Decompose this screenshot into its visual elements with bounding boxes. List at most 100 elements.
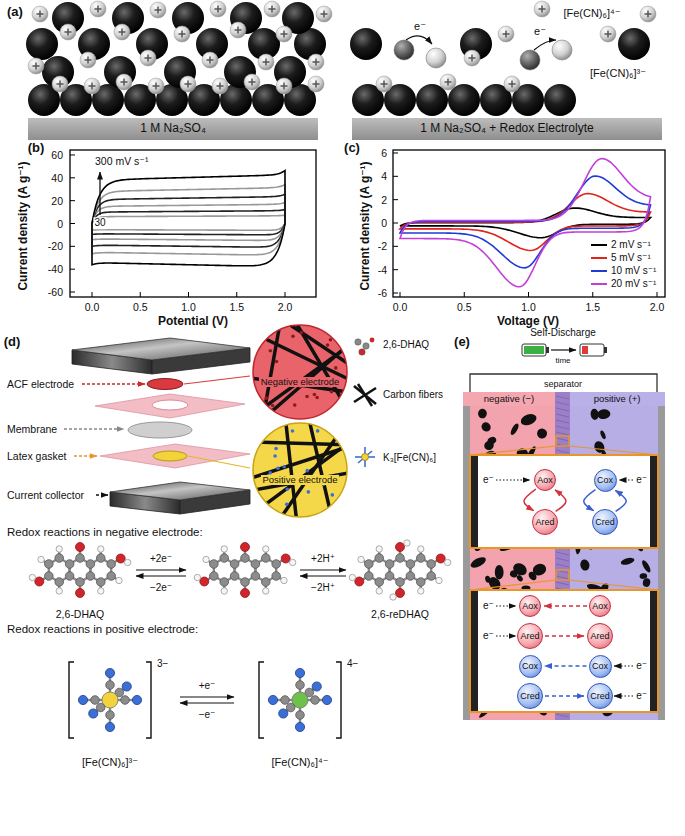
charge-label: 4− — [346, 658, 359, 670]
legend-line — [591, 257, 607, 259]
tick-mark — [140, 292, 141, 297]
cation — [258, 54, 274, 70]
electron-arrow — [406, 36, 432, 44]
equilibrium-arrow — [300, 569, 346, 570]
carbon-fiber — [282, 422, 303, 518]
tick-mark — [528, 292, 529, 297]
active-species — [271, 404, 275, 408]
cation — [308, 76, 324, 92]
cation — [640, 6, 656, 22]
cation — [140, 50, 156, 66]
plus-symbol — [179, 31, 186, 38]
hydrogen-atom — [263, 546, 269, 552]
carbon-atom — [210, 572, 219, 581]
plus-symbol — [503, 31, 510, 38]
hydrogen-atom — [124, 559, 130, 565]
acf-electrode-disk — [147, 379, 183, 390]
carbon-atom — [311, 696, 320, 705]
species-circle: Cred — [517, 683, 543, 709]
reaction-condition: +2H⁺ — [310, 553, 336, 565]
nitrogen-atom — [279, 709, 288, 718]
redox-ion — [426, 48, 446, 68]
active-species — [316, 429, 320, 433]
carbon-particle — [448, 84, 480, 116]
cation-sphere — [210, 1, 226, 17]
active-species — [307, 490, 311, 494]
nitrogen-atom — [122, 682, 131, 691]
tick-mark — [657, 292, 658, 297]
carbon-atom — [396, 554, 405, 563]
hydrogen-atom — [38, 556, 44, 562]
hydrogen-atom — [56, 546, 62, 552]
active-species — [285, 502, 289, 506]
carbon-pore — [640, 559, 652, 574]
carbon-particle — [544, 84, 576, 116]
bracket — [259, 662, 341, 738]
current-collector-plate — [110, 482, 250, 500]
active-species — [334, 366, 338, 370]
cation — [600, 26, 616, 42]
carbon-atom — [76, 554, 85, 563]
species-label: Ared — [590, 631, 609, 641]
tick-label: 6 — [380, 147, 388, 159]
cation-sphere — [140, 50, 156, 66]
redox-ion — [552, 40, 572, 60]
active-species — [293, 403, 297, 407]
part-name: Latex gasket — [6, 450, 68, 462]
carbon-atom — [106, 711, 115, 720]
cation-sphere — [80, 52, 96, 68]
plus-symbol — [469, 55, 476, 62]
tick-mark — [592, 292, 593, 297]
active-species — [331, 493, 335, 497]
cation-sphere — [498, 26, 514, 42]
nitrogen-atom — [78, 695, 87, 704]
active-species — [291, 429, 295, 433]
active-species — [265, 396, 269, 400]
nitrogen-atom — [105, 668, 114, 677]
species-circle: Cox — [589, 655, 612, 678]
ion-formula: [Fe(CN)₆]⁴⁻ — [270, 756, 329, 769]
electrode-name: positive (+) — [593, 394, 642, 405]
molecule-icon — [359, 349, 365, 355]
legend-text: 5 mV s⁻¹ — [611, 252, 651, 264]
oxygen-atom — [35, 577, 44, 586]
carbon-atom — [406, 560, 415, 569]
carbon-pore — [478, 408, 487, 418]
electron-arrow — [534, 40, 556, 50]
carbon-atom — [241, 578, 250, 587]
cation — [148, 78, 164, 94]
reaction-arrow — [545, 635, 584, 637]
carbon-fiber — [252, 324, 348, 397]
molecule-icon — [363, 343, 369, 349]
plus-symbol — [95, 6, 102, 13]
zoom-line — [188, 456, 250, 468]
species-circle: Ared — [517, 623, 543, 649]
panel-letter: (d) — [3, 335, 22, 350]
oxygen-atom — [200, 577, 209, 586]
cation-sphere — [32, 6, 48, 22]
cation — [116, 74, 132, 90]
tick-label: 0 — [56, 217, 64, 229]
plus-symbol — [215, 6, 222, 13]
nitrogen-atom — [322, 695, 331, 704]
species-label: Aox — [592, 601, 608, 611]
legend-line — [591, 283, 607, 285]
carbon-atom — [241, 554, 250, 563]
carbon-atom — [365, 572, 374, 581]
molecule-icon — [355, 339, 361, 345]
reaction-condition: −2e⁻ — [149, 582, 173, 594]
plus-symbol — [381, 81, 388, 88]
part-name: Membrane — [6, 423, 58, 435]
cation-sphere — [276, 26, 292, 42]
tick-label: 1.5 — [228, 301, 245, 313]
hydrogen-atom — [404, 540, 410, 546]
note-label: time — [554, 356, 571, 365]
carbon-atom — [107, 560, 116, 569]
active-species — [275, 360, 279, 364]
electrolyte-label: 1 M Na₂SO₄ — [140, 122, 206, 136]
electron-label: e⁻ — [413, 20, 427, 33]
active-species — [273, 454, 277, 458]
carbon-pore — [486, 436, 497, 446]
cv-curve — [92, 210, 285, 235]
part-name: Current collector — [6, 489, 85, 501]
